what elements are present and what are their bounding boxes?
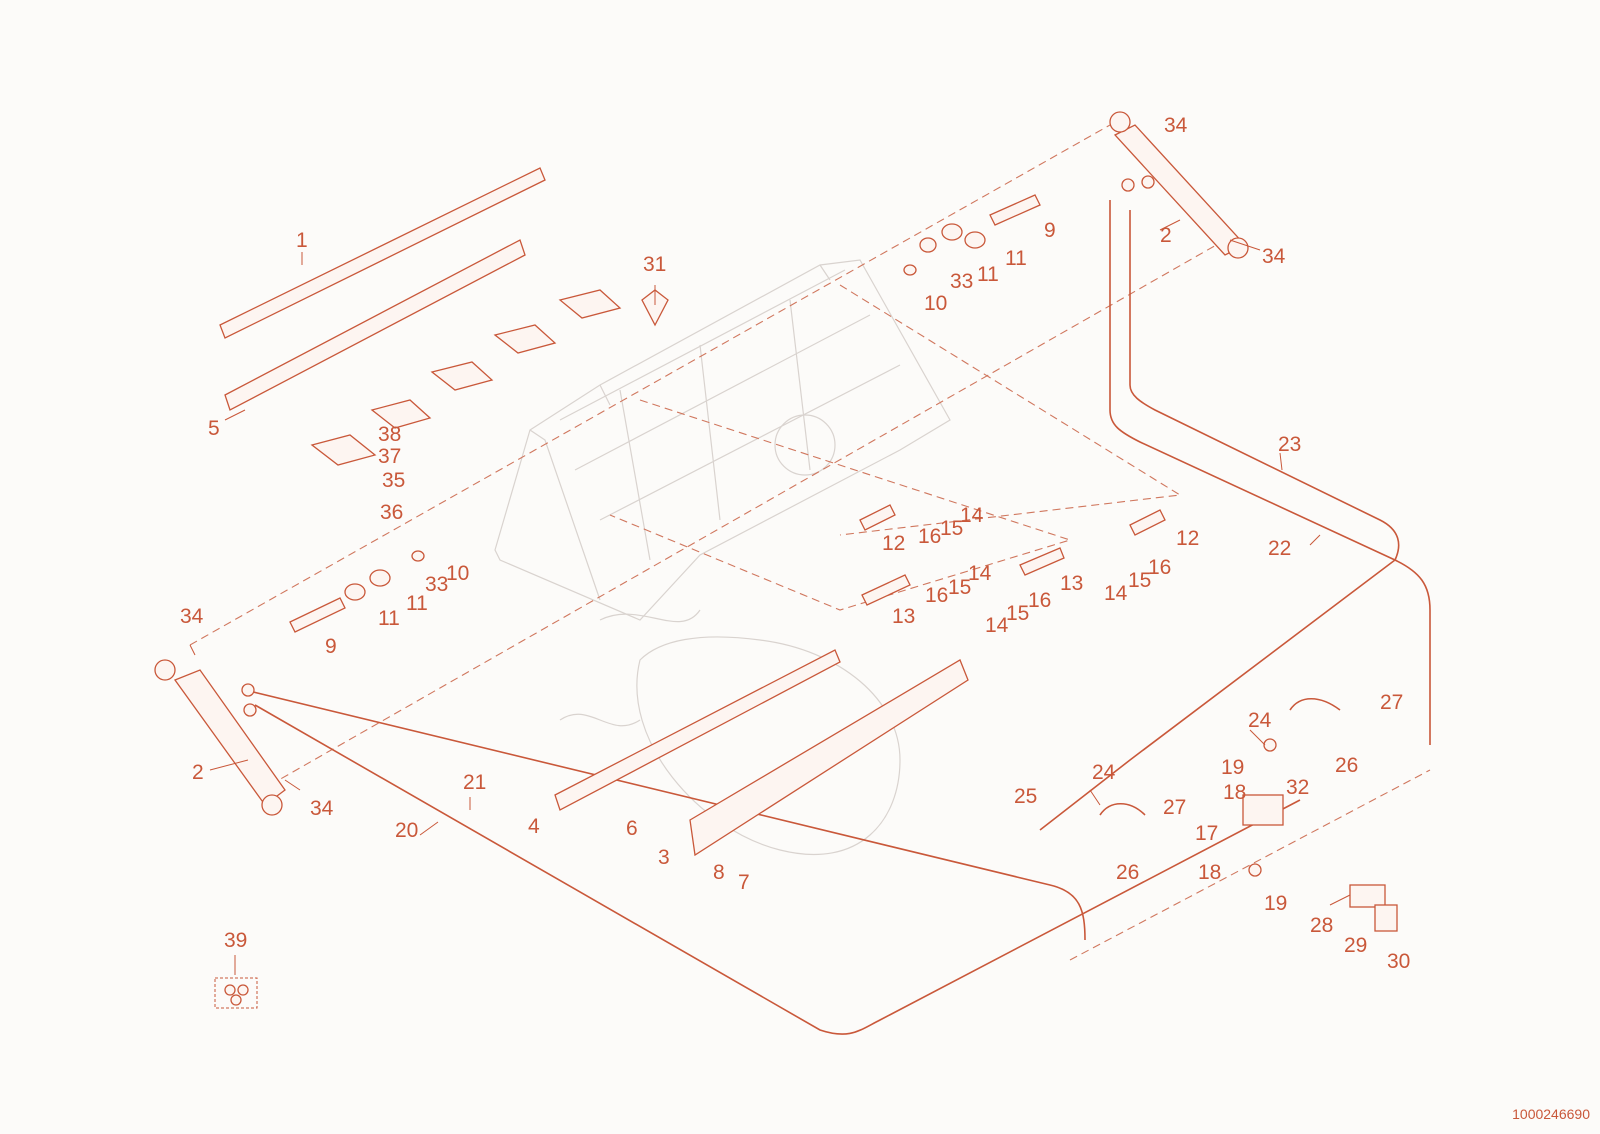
callout-34: 34 — [1262, 245, 1286, 268]
callout-23: 23 — [1278, 433, 1302, 456]
callout-35: 35 — [382, 469, 406, 492]
callout-18: 18 — [1198, 861, 1222, 884]
callout-15: 15 — [948, 576, 972, 599]
callout-2: 2 — [1160, 224, 1172, 247]
callout-25: 25 — [1014, 785, 1038, 808]
callout-26: 26 — [1335, 754, 1359, 777]
callout-16: 16 — [918, 525, 942, 548]
callout-26: 26 — [1116, 861, 1140, 884]
callout-24: 24 — [1248, 709, 1272, 732]
callout-37: 37 — [378, 445, 402, 468]
callout-34: 34 — [180, 605, 204, 628]
callout-10: 10 — [446, 562, 470, 585]
callout-29: 29 — [1344, 934, 1368, 957]
callout-30: 30 — [1387, 950, 1411, 973]
callout-20: 20 — [395, 819, 419, 842]
callout-9: 9 — [1044, 219, 1056, 242]
callout-15: 15 — [1006, 602, 1030, 625]
callout-7: 7 — [738, 871, 750, 894]
document-number: 1000246690 — [1512, 1106, 1590, 1122]
callout-32: 32 — [1286, 776, 1310, 799]
callout-11: 11 — [977, 263, 999, 286]
callout-2: 2 — [192, 761, 204, 784]
callout-15: 15 — [940, 517, 964, 540]
callout-36: 36 — [380, 501, 404, 524]
callout-6: 6 — [626, 817, 638, 840]
valve-block — [1242, 738, 1284, 877]
callout-14: 14 — [1104, 582, 1128, 605]
callout-21: 21 — [463, 771, 487, 794]
callout-12: 12 — [1176, 527, 1200, 550]
assembly-lines — [189, 124, 1431, 961]
callout-38: 38 — [378, 423, 402, 446]
callout-16: 16 — [925, 584, 949, 607]
callout-17: 17 — [1195, 822, 1219, 845]
callout-16: 16 — [1148, 556, 1172, 579]
callout-8: 8 — [713, 861, 725, 884]
callout-14: 14 — [968, 562, 992, 585]
callout-31: 31 — [643, 253, 667, 276]
callout-9: 9 — [325, 635, 337, 658]
callout-14: 14 — [960, 504, 984, 527]
callout-33: 33 — [425, 573, 449, 596]
callout-13: 13 — [1060, 572, 1084, 595]
bucket-teeth — [310, 289, 669, 466]
pins-and-bushings — [289, 194, 1166, 633]
cutting-edges — [219, 167, 969, 857]
callout-14: 14 — [985, 614, 1009, 637]
callout-10: 10 — [924, 292, 948, 315]
callout-18: 18 — [1223, 781, 1247, 804]
callout-27: 27 — [1163, 796, 1187, 819]
callout-39: 39 — [224, 929, 248, 952]
callout-19: 19 — [1264, 892, 1288, 915]
callout-4: 4 — [528, 815, 540, 838]
callout-19: 19 — [1221, 756, 1245, 779]
callout-11: 11 — [378, 607, 400, 630]
callout-5: 5 — [208, 417, 220, 440]
clamp-set — [1349, 884, 1398, 932]
bucket-body-ghost — [494, 259, 951, 856]
callout-3: 3 — [658, 846, 670, 869]
callout-15: 15 — [1128, 569, 1152, 592]
callout-34: 34 — [310, 797, 334, 820]
hydraulic-hoses — [244, 200, 1431, 1035]
callout-11: 11 — [406, 592, 428, 615]
callout-27: 27 — [1380, 691, 1404, 714]
callout-11: 11 — [1005, 247, 1027, 270]
hydraulic-cylinder-left — [154, 659, 286, 816]
callout-33: 33 — [950, 270, 974, 293]
callout-34: 34 — [1164, 114, 1188, 137]
callout-22: 22 — [1268, 537, 1292, 560]
callout-24: 24 — [1092, 761, 1116, 784]
leader-lines — [189, 219, 1351, 975]
callout-1: 1 — [296, 229, 308, 252]
callout-12: 12 — [882, 532, 906, 555]
seal-kit-box — [214, 977, 258, 1009]
callout-16: 16 — [1028, 589, 1052, 612]
callout-13: 13 — [892, 605, 916, 628]
callout-28: 28 — [1310, 914, 1334, 937]
